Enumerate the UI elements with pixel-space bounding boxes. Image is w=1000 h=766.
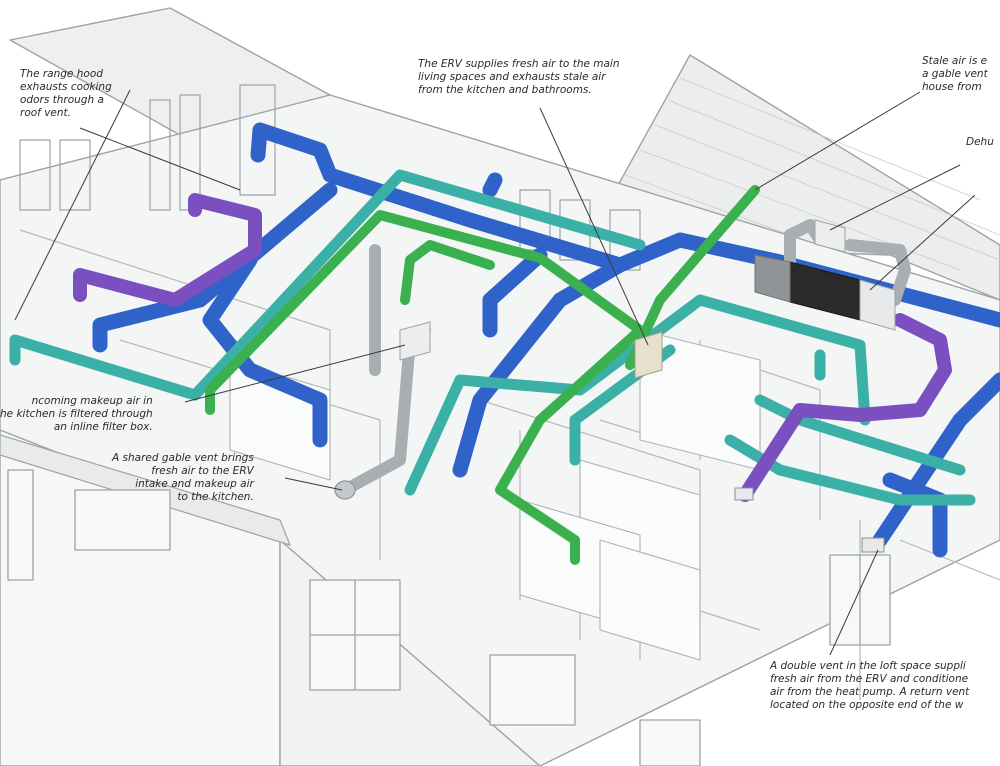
callout-range-hood: The range hood exhausts cooking odors th… bbox=[20, 68, 112, 119]
leader-gable-vent bbox=[284, 477, 343, 491]
callout-gable-vent: A shared gable vent brings fresh air to … bbox=[112, 452, 254, 503]
blue-center-branch bbox=[202, 252, 328, 448]
lower-windows bbox=[7, 469, 891, 766]
green-ducts bbox=[205, 185, 760, 565]
blue-main-trunk bbox=[250, 122, 1000, 328]
leader-dehumidifier-2 bbox=[869, 194, 976, 291]
purple-kitchen-branch bbox=[73, 193, 262, 307]
leader-makeup-air bbox=[184, 344, 406, 403]
callout-double-vent: A double vent in the loft space suppli f… bbox=[770, 660, 970, 711]
erv-unit-right bbox=[859, 279, 896, 331]
green-south-branch bbox=[495, 325, 645, 565]
loft-double-vent bbox=[861, 537, 885, 553]
leader-range-hood bbox=[79, 127, 241, 191]
leader-double-vent bbox=[829, 549, 879, 656]
loft-return-vent bbox=[734, 487, 754, 501]
equipment bbox=[399, 219, 896, 553]
green-main-trunk bbox=[205, 210, 645, 415]
makeup-air-filter-box bbox=[399, 321, 431, 361]
leader-erv bbox=[539, 107, 649, 346]
blue-west-branch bbox=[92, 182, 338, 353]
leader-range-hood-2 bbox=[14, 89, 131, 321]
purple-east-branch bbox=[738, 313, 952, 502]
callout-dehumidifier: Dehu bbox=[966, 136, 994, 148]
green-west-branch bbox=[400, 240, 495, 305]
teal-loft-branch bbox=[724, 434, 976, 506]
inline-filter-box bbox=[634, 331, 663, 379]
leader-dehumidifier bbox=[829, 164, 961, 231]
leader-lines bbox=[14, 89, 976, 656]
callout-stale-air: Stale air is e a gable vent house from bbox=[922, 55, 988, 93]
callout-makeup-air: ncoming makeup air in he kitchen is filt… bbox=[0, 395, 153, 433]
erv-top-box bbox=[814, 219, 846, 253]
blue-loft-branch bbox=[452, 257, 628, 478]
callout-erv: The ERV supplies fresh air to the main l… bbox=[418, 58, 620, 96]
teal-main-trunk bbox=[9, 169, 646, 401]
blue-east-branch bbox=[482, 247, 548, 338]
erv-unit-left bbox=[754, 254, 791, 303]
roof-siding-lines bbox=[609, 77, 1000, 283]
ductwork bbox=[9, 122, 1000, 565]
purple-ducts bbox=[73, 193, 952, 502]
leader-stale-air bbox=[754, 91, 921, 191]
gable-vent-intake bbox=[334, 480, 356, 500]
blue-riser bbox=[482, 172, 503, 198]
